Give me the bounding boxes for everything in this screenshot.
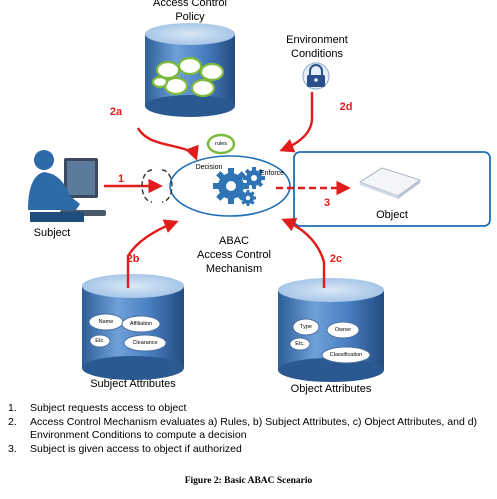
object-attributes-label: Object Attributes (290, 383, 372, 395)
object-attr-owner: Owner (334, 327, 352, 333)
environment-label: Environment Conditions (286, 34, 348, 60)
steps-list: 1. Subject requests access to object 2. … (8, 402, 493, 456)
step-number: 2. (8, 415, 17, 428)
step-item: 3. Subject is given access to object if … (8, 443, 493, 457)
subject-label: Subject (33, 227, 71, 239)
arrows (104, 92, 351, 288)
step-text: Subject requests access to object (30, 402, 187, 414)
arrow-2d-label: 2d (339, 101, 353, 113)
gears-icon (213, 167, 265, 206)
subject-attr-etc: Etc. (95, 338, 105, 344)
subject-attributes-cylinder (82, 274, 184, 380)
step-text: Subject is given access to object if aut… (30, 442, 242, 455)
environment-lock-icon (302, 62, 330, 90)
policy-rules-icons (151, 56, 225, 98)
arrow-2a (136, 127, 199, 161)
rules-oval (206, 133, 236, 155)
subject-attr-affiliation: Affiliation (129, 321, 153, 327)
object-attributes-cylinder (278, 278, 384, 382)
subject-attr-clearance: Clearance (132, 340, 158, 346)
enforce-label: Enforce (259, 170, 285, 177)
figure-caption: Figure 2: Basic ABAC Scenario (184, 476, 313, 486)
step-item: 1. Subject requests access to object (8, 402, 493, 416)
step-item: 2. Access Control Mechanism evaluates a)… (8, 416, 493, 443)
subject-person-icon (28, 150, 106, 222)
step-number: 1. (8, 402, 17, 414)
step-number: 3. (8, 442, 17, 455)
object-box (293, 151, 491, 227)
arrow-2a-label: 2a (109, 106, 123, 118)
object-label: Object (376, 209, 408, 221)
decision-label: Decision (195, 164, 223, 171)
rules-label: rules (215, 141, 227, 147)
arrow-2c (281, 218, 326, 288)
arrow-2d (279, 92, 314, 153)
arrow-1-label: 1 (117, 173, 125, 185)
step-text: Access Control Mechanism evaluates a) Ru… (30, 415, 478, 442)
policy-cylinder (145, 23, 235, 117)
mechanism-label: ABAC Access Control Mechanism (197, 235, 271, 275)
subject-attributes-label: Subject Attributes (90, 378, 176, 390)
policy-label: Access Control Policy (153, 0, 227, 23)
enforcement-gate (141, 169, 173, 203)
subject-attr-name: Name (98, 319, 114, 325)
arrow-3-label: 3 (323, 197, 331, 209)
arrow-2c-label: 2c (329, 253, 343, 265)
arrow-2b (126, 219, 179, 288)
object-attr-type: Type (300, 324, 312, 330)
object-attr-classification: Classification (329, 352, 363, 358)
object-attr-etc: Etc. (295, 341, 305, 347)
arrow-2b-label: 2b (126, 253, 140, 265)
